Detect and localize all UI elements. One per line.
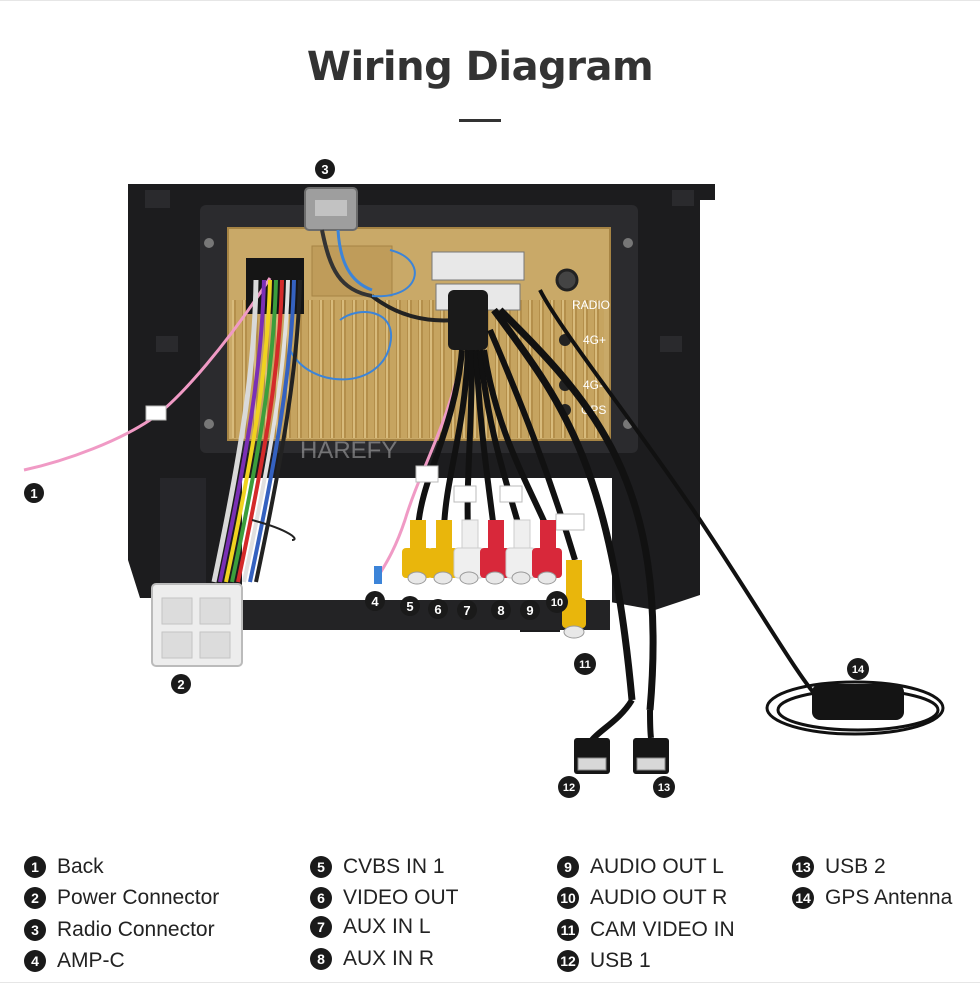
callout-7-number: 7 <box>463 603 470 618</box>
legend-number-10: 10 <box>557 887 579 909</box>
callout-11: 11 <box>574 653 596 675</box>
legend-item-back: 1 Back <box>24 853 104 881</box>
radio-socket-label: RADIO <box>572 298 610 312</box>
title-underline <box>459 119 501 122</box>
page-title: Wiring Diagram <box>306 44 654 90</box>
legend-item-amp-c: 4 AMP-C <box>24 947 125 975</box>
legend-label-1: Back <box>57 855 104 878</box>
callout-14: 14 <box>847 658 869 680</box>
legend: 1 Back 2 Power Connector 3 Radio Connect… <box>0 850 980 980</box>
legend-item-radio-connector: 3 Radio Connector <box>24 916 215 944</box>
legend-number-4: 4 <box>24 950 46 972</box>
usb-plug-12 <box>574 698 635 774</box>
legend-item-usb-2: 13 USB 2 <box>792 853 886 881</box>
power-connector <box>151 583 243 667</box>
rca-plug-8 <box>480 520 510 585</box>
callout-6: 6 <box>428 599 448 619</box>
legend-label-9: AUDIO OUT L <box>590 855 724 878</box>
rca-plug-10 <box>532 520 562 585</box>
legend-label-3: Radio Connector <box>57 918 215 941</box>
amp-c-wire <box>374 354 464 584</box>
main-harness-socket <box>431 251 525 281</box>
legend-item-gps-antenna: 14 GPS Antenna <box>792 884 952 912</box>
callout-5: 5 <box>400 596 420 616</box>
callout-4: 4 <box>365 591 385 611</box>
rca-plug-9 <box>505 519 537 585</box>
callout-3: 3 <box>315 159 335 179</box>
4g-plus-socket-label: 4G+ <box>583 333 606 347</box>
legend-item-video-out: 6 VIDEO OUT <box>310 884 459 912</box>
legend-number-13: 13 <box>792 856 814 878</box>
legend-label-8: AUX IN R <box>343 947 435 970</box>
callout-7: 7 <box>457 600 477 620</box>
rca-plug-6 <box>428 520 458 585</box>
bottom-divider <box>0 982 980 983</box>
callout-1: 1 <box>24 483 44 503</box>
legend-label-11: CAM VIDEO IN <box>590 918 735 941</box>
callout-10-number: 10 <box>551 597 563 609</box>
callout-5-number: 5 <box>406 599 413 614</box>
legend-number-11: 11 <box>557 919 579 941</box>
watermark: HAREFY <box>300 437 397 464</box>
legend-label-5: CVBS IN 1 <box>343 855 445 878</box>
legend-label-6: VIDEO OUT <box>343 886 459 909</box>
legend-label-7: AUX IN L <box>343 915 431 938</box>
rca-bundle <box>415 289 822 711</box>
legend-item-cam-video-in: 11 CAM VIDEO IN <box>557 916 735 944</box>
blue-wire-loop <box>289 311 393 381</box>
callout-13: 13 <box>653 776 675 798</box>
callout-1-number: 1 <box>30 486 37 501</box>
legend-label-14: GPS Antenna <box>825 886 953 909</box>
callout-12-number: 12 <box>563 782 575 794</box>
legend-item-aux-in-r: 8 AUX IN R <box>310 945 434 973</box>
callout-13-number: 13 <box>658 782 670 794</box>
4g-minus-socket-label: 4G- <box>583 378 603 392</box>
radio-antenna-socket <box>555 268 579 292</box>
callout-3-number: 3 <box>321 162 328 177</box>
legend-label-12: USB 1 <box>590 949 651 972</box>
legend-number-7: 7 <box>310 916 332 938</box>
radio-connector <box>304 187 456 323</box>
top-divider <box>0 0 980 1</box>
legend-item-cvbs-in-1: 5 CVBS IN 1 <box>310 853 445 881</box>
legend-label-10: AUDIO OUT R <box>590 886 728 909</box>
wiring-diagram: RADIO 4G+ 4G- GPS HAREFY <box>23 159 945 798</box>
rca-plug-7 <box>453 519 485 585</box>
callout-12: 12 <box>558 776 580 798</box>
legend-number-12: 12 <box>557 950 579 972</box>
back-wire <box>23 277 272 472</box>
rca-plug-11 <box>562 560 586 639</box>
legend-number-3: 3 <box>24 919 46 941</box>
callout-11-number: 11 <box>579 659 591 671</box>
legend-label-13: USB 2 <box>825 855 886 878</box>
callout-9: 9 <box>520 600 540 620</box>
legend-number-14: 14 <box>792 887 814 909</box>
legend-number-2: 2 <box>24 887 46 909</box>
callout-10: 10 <box>546 591 568 613</box>
legend-item-aux-in-l: 7 AUX IN L <box>310 913 431 941</box>
gps-antenna <box>765 680 945 736</box>
callout-2-number: 2 <box>177 677 184 692</box>
legend-item-audio-out-r: 10 AUDIO OUT R <box>557 884 727 912</box>
power-harness <box>211 279 302 583</box>
callout-2: 2 <box>171 674 191 694</box>
callout-4-number: 4 <box>371 594 379 609</box>
callout-8-number: 8 <box>497 603 504 618</box>
callout-14-number: 14 <box>852 664 865 676</box>
usb-plug-13 <box>633 709 669 774</box>
rca-plug-5 <box>402 520 432 585</box>
legend-number-1: 1 <box>24 856 46 878</box>
legend-number-6: 6 <box>310 887 332 909</box>
legend-item-power-connector: 2 Power Connector <box>24 884 219 912</box>
callout-8: 8 <box>491 600 511 620</box>
legend-number-9: 9 <box>557 856 579 878</box>
legend-number-5: 5 <box>310 856 332 878</box>
legend-label-4: AMP-C <box>57 949 125 972</box>
legend-item-usb-1: 12 USB 1 <box>557 947 651 975</box>
legend-item-audio-out-l: 9 AUDIO OUT L <box>557 853 724 881</box>
legend-number-8: 8 <box>310 948 332 970</box>
callout-6-number: 6 <box>434 602 441 617</box>
callout-9-number: 9 <box>526 603 533 618</box>
legend-label-2: Power Connector <box>57 886 220 909</box>
